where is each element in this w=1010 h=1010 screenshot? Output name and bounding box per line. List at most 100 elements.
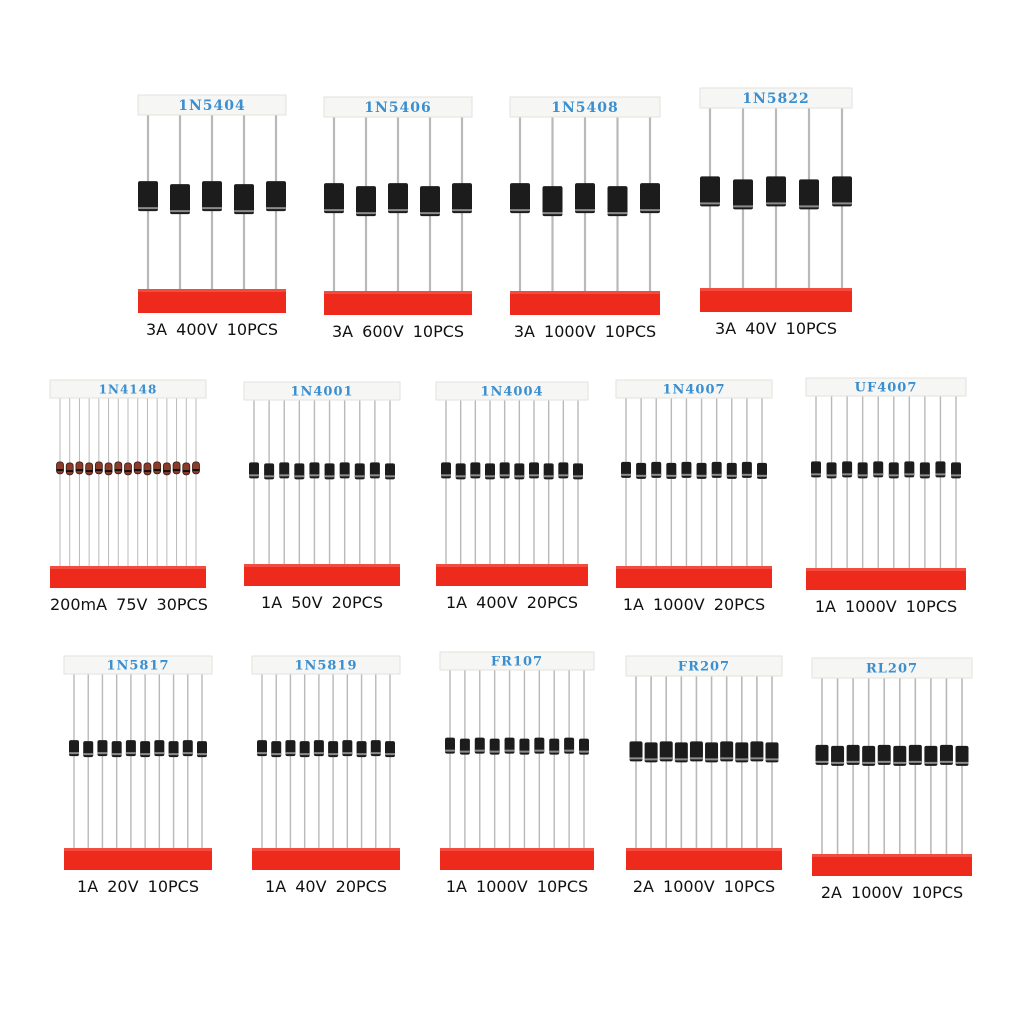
cathode-band [279, 474, 290, 477]
cathode-band [234, 210, 254, 213]
red-tape [252, 848, 400, 870]
cathode-band [846, 760, 860, 763]
cathode-band [294, 475, 305, 478]
cathode-band [197, 753, 207, 756]
diode-body [877, 744, 891, 765]
part-number-label: 1N4001 [290, 385, 353, 400]
diode-body [342, 740, 353, 757]
cathode-band [125, 752, 136, 755]
cathode-band [140, 753, 151, 756]
label-tape [509, 96, 661, 118]
cathode-band [370, 752, 381, 755]
cathode-band [138, 207, 158, 210]
pack-drawing: 1N5817 [63, 655, 213, 870]
cathode-band [354, 475, 365, 478]
cathode-band [519, 750, 530, 753]
label-tape [625, 655, 783, 677]
diode-body [356, 741, 367, 758]
spec-caption: 3A 600V 10PCS [331, 322, 465, 341]
pack-drawing: 1N5408 [509, 96, 661, 315]
diode-body [811, 461, 821, 478]
pack-drawing: 1N5822 [699, 87, 853, 312]
cathode-band [182, 470, 190, 473]
label-tape [63, 655, 213, 675]
diode-body [324, 183, 344, 214]
cathode-band [831, 761, 845, 764]
diode-body [766, 176, 786, 207]
diode-glass-body [75, 461, 84, 475]
diode-body [857, 462, 868, 479]
diode-body [939, 744, 953, 765]
diode-body [951, 462, 961, 479]
red-tape [50, 566, 206, 588]
red-tape [436, 564, 588, 586]
diode-glass-body [85, 462, 94, 476]
diode-body [750, 741, 764, 762]
cathode-band [388, 209, 408, 212]
pack-drawing: FR207 [625, 655, 783, 870]
cathode-band [640, 209, 660, 212]
cathode-band [674, 758, 688, 761]
cathode-band [815, 760, 829, 763]
cathode-band [720, 757, 734, 760]
diode-body [674, 742, 688, 763]
red-tape [806, 568, 966, 590]
diode-body [234, 184, 254, 215]
cathode-band [474, 749, 485, 752]
red-tape-highlight [436, 564, 588, 567]
cathode-band [700, 202, 720, 205]
part-number-label: UF4007 [855, 381, 918, 396]
red-tape [64, 848, 212, 870]
cathode-band [711, 473, 722, 476]
diode-body [328, 741, 339, 758]
cathode-band [163, 470, 171, 473]
red-tape-highlight [616, 566, 772, 569]
label-tape [699, 87, 853, 109]
diode-glass-body [143, 462, 152, 476]
cathode-band [733, 205, 753, 208]
diode-body [888, 462, 899, 479]
pack-drawing: FR107 [439, 651, 595, 870]
cathode-band [510, 209, 530, 212]
diode-body [659, 741, 673, 762]
cathode-band [369, 474, 380, 477]
diode-body [815, 744, 829, 765]
diode-glass-body [182, 462, 191, 476]
red-tape-highlight [806, 568, 966, 571]
spec-caption: 1A 1000V 10PCS [445, 877, 589, 896]
diode-body [705, 742, 719, 763]
cathode-band [75, 469, 83, 472]
pack-drawing: 1N4004 [435, 381, 589, 586]
label-tape [49, 379, 207, 399]
cathode-band [826, 474, 837, 477]
cathode-band [249, 474, 259, 477]
cathode-band [154, 752, 165, 755]
pack-drawing: 1N5404 [137, 94, 287, 313]
cathode-band [741, 473, 752, 476]
diode-pack-1n5408: 1N5408 3A 1000V 10PCS [509, 95, 661, 345]
diode-glass-body [65, 462, 74, 476]
diode-body [138, 181, 158, 212]
cathode-band [904, 473, 915, 476]
cathode-band [607, 212, 628, 215]
diode-body [799, 179, 819, 210]
cathode-band [919, 474, 930, 477]
diode-body [271, 741, 282, 758]
cathode-band [257, 752, 267, 755]
diode-body [831, 745, 845, 766]
diode-body [97, 740, 108, 757]
red-tape [626, 848, 782, 870]
diode-body [370, 740, 381, 757]
pack-drawing: RL207 [811, 657, 973, 876]
cathode-band [385, 753, 395, 756]
diode-body [919, 462, 930, 479]
cathode-band [420, 212, 440, 215]
cathode-band [924, 761, 938, 764]
label-tape [439, 651, 595, 671]
cathode-band [202, 207, 222, 210]
red-tape-highlight [510, 291, 660, 294]
cathode-band [621, 473, 631, 476]
diode-glass-body [162, 462, 171, 476]
spec-caption: 3A 1000V 10PCS [513, 322, 657, 341]
